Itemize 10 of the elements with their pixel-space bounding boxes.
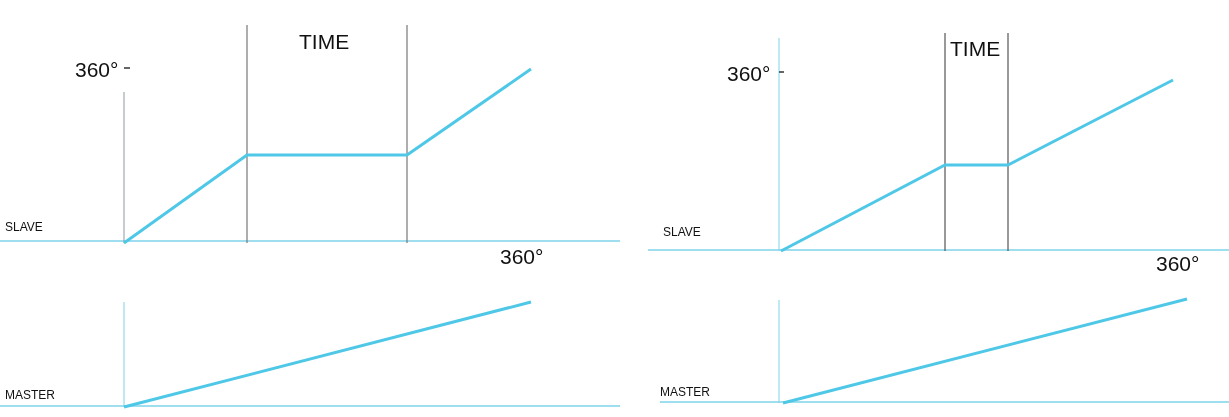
time-label: TIME — [299, 31, 350, 52]
axis-label: SLAVE — [5, 221, 43, 233]
axis-label: SLAVE — [663, 226, 701, 238]
angle-label: 360° — [75, 59, 119, 80]
axis-label: MASTER — [660, 386, 710, 398]
angle-label: 360° — [727, 63, 771, 84]
angle-label: 360° — [500, 246, 544, 267]
time-label: TIME — [950, 38, 1001, 59]
axis-label: MASTER — [5, 389, 55, 401]
angle-label: 360° — [1156, 253, 1200, 274]
